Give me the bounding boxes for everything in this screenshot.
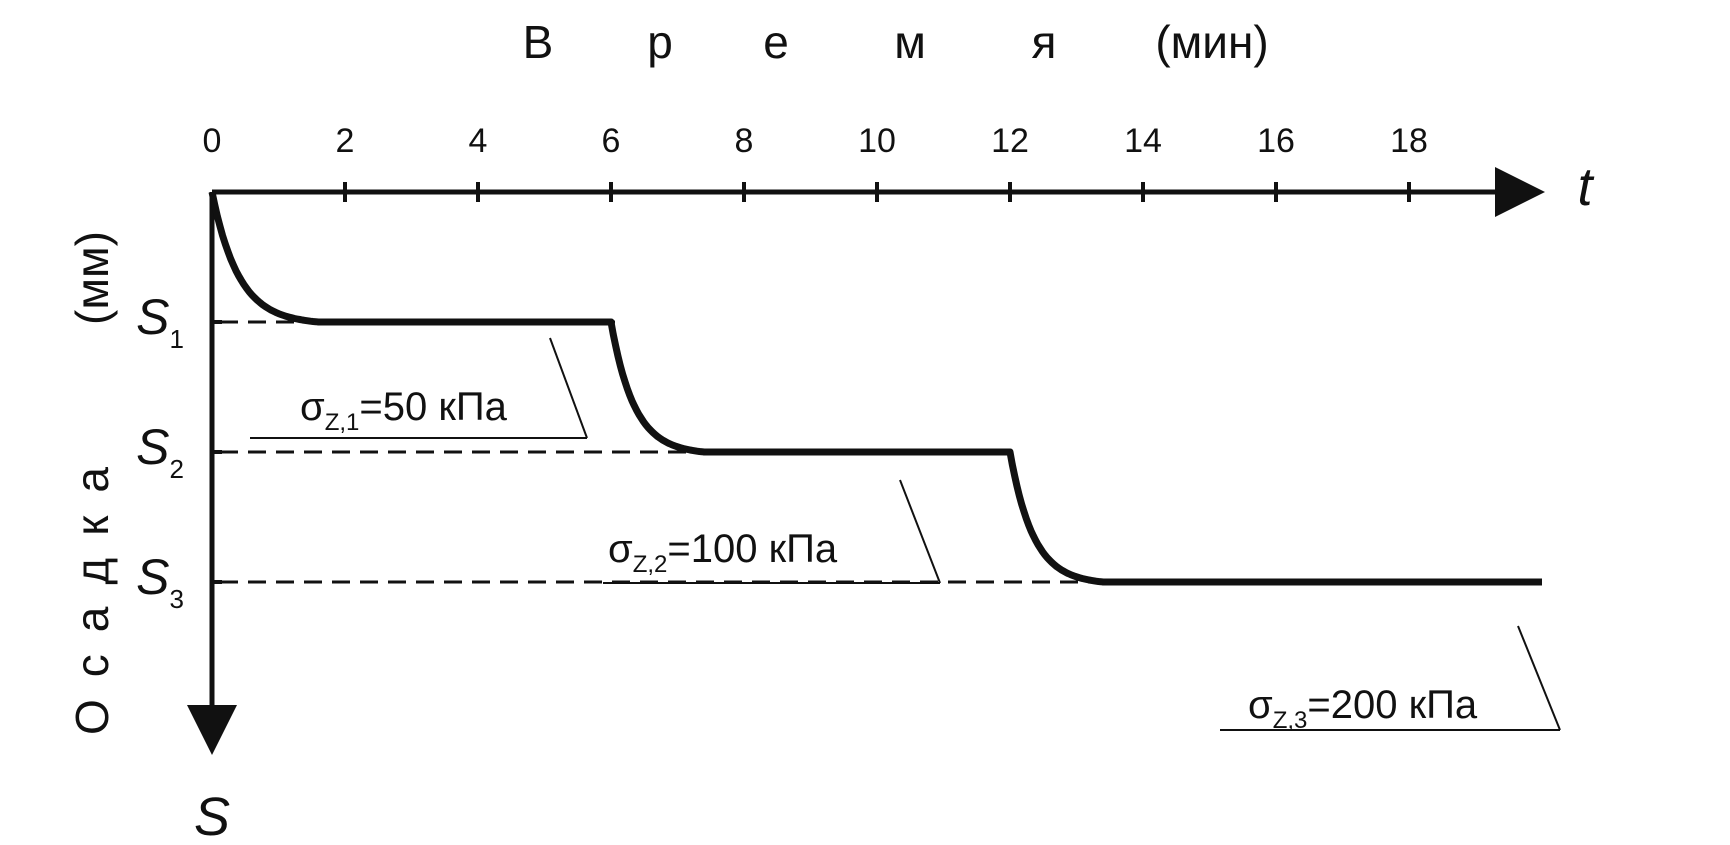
x-tick-label: 0	[203, 122, 222, 160]
title-letter: е	[763, 16, 789, 68]
x-tick-label: 8	[735, 122, 754, 160]
y-axis-symbol: S	[194, 787, 230, 845]
annotation-leader	[549, 337, 588, 439]
x-ticks: 0 2 4 6 8 10 12 14 16 18	[203, 122, 1428, 202]
settlement-curve	[208, 191, 1542, 586]
x-tick-label: 6	[602, 122, 621, 160]
x-tick-label: 14	[1124, 122, 1162, 160]
y-axis-unit: (мм)	[66, 231, 118, 325]
stress-annotation: σZ,2=100 кПа	[608, 527, 838, 578]
annotation-leader	[1517, 625, 1561, 731]
annotations: σZ,1=50 кПа σZ,2=100 кПа σZ,3=200 кПа	[250, 337, 1561, 734]
title-letter: я	[1032, 16, 1057, 68]
y-axis-label: (мм) Осадка	[66, 231, 118, 735]
x-tick-label: 2	[336, 122, 355, 160]
title-letter: р	[647, 16, 673, 68]
stress-annotation: σZ,3=200 кПа	[1248, 683, 1478, 734]
annotation-leader	[899, 479, 941, 584]
x-tick-label: 18	[1390, 122, 1428, 160]
title-letter: В	[523, 16, 554, 68]
x-tick-label: 4	[469, 122, 488, 160]
x-axis-symbol: t	[1577, 157, 1594, 217]
title-unit: (мин)	[1155, 16, 1268, 68]
x-tick-label: 10	[858, 122, 896, 160]
x-tick-label: 12	[991, 122, 1029, 160]
y-axis-title: Осадка	[66, 445, 118, 735]
stress-annotation: σZ,1=50 кПа	[300, 385, 508, 436]
level-label: S3	[136, 549, 184, 614]
chart-title: В р е м я (мин)	[523, 16, 1269, 68]
title-letter: м	[894, 16, 926, 68]
level-label: S1	[136, 289, 184, 354]
series-group	[208, 191, 1542, 586]
level-label: S2	[136, 419, 184, 484]
x-tick-label: 16	[1257, 122, 1295, 160]
